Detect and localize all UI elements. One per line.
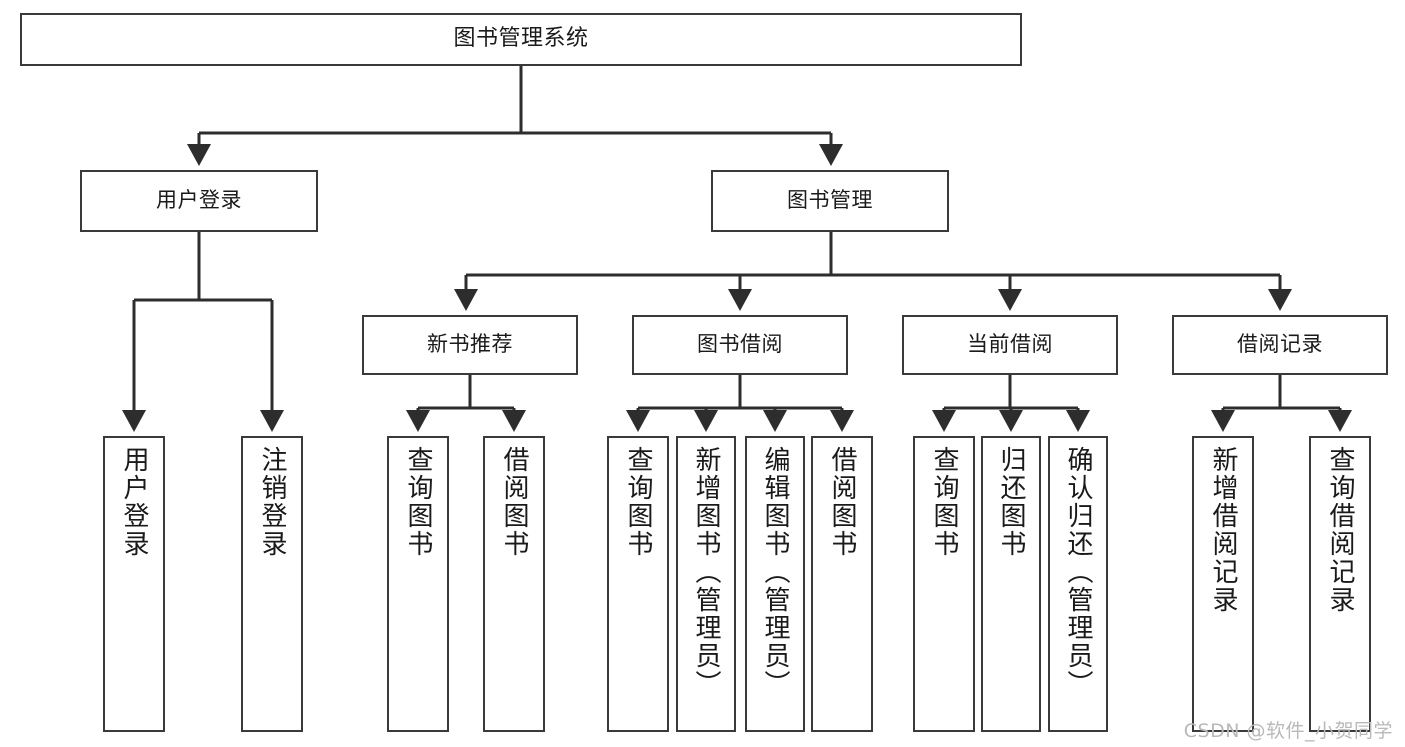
node-leaf-add-record-label: 新增借阅记录: [1208, 446, 1238, 614]
node-current-borrow-label: 当前借阅: [967, 332, 1053, 357]
node-leaf-return-book[interactable]: 归还图书: [981, 436, 1041, 732]
node-user-login[interactable]: 用户登录: [80, 170, 318, 232]
node-leaf-borrow-book-2-label: 借阅图书: [827, 446, 857, 558]
node-leaf-query-book-3[interactable]: 查询图书: [913, 436, 975, 732]
node-leaf-edit-book-label: 编辑图书（管理员）: [760, 446, 790, 698]
node-leaf-borrow-book-1-label: 借阅图书: [499, 446, 529, 558]
node-root-label: 图书管理系统: [453, 26, 589, 52]
node-leaf-logout-label: 注销登录: [257, 446, 287, 558]
node-current-borrow[interactable]: 当前借阅: [902, 315, 1118, 375]
node-borrow-record[interactable]: 借阅记录: [1172, 315, 1388, 375]
node-new-book-rec-label: 新书推荐: [427, 332, 513, 357]
node-leaf-query-record[interactable]: 查询借阅记录: [1309, 436, 1371, 732]
node-leaf-add-book[interactable]: 新增图书（管理员）: [676, 436, 736, 732]
node-leaf-borrow-book-1[interactable]: 借阅图书: [483, 436, 545, 732]
node-leaf-borrow-book-2[interactable]: 借阅图书: [811, 436, 873, 732]
node-leaf-query-book-1[interactable]: 查询图书: [387, 436, 449, 732]
node-book-manage-label: 图书管理: [787, 188, 873, 213]
node-book-borrow-label: 图书借阅: [697, 332, 783, 357]
node-leaf-query-book-1-label: 查询图书: [403, 446, 433, 558]
node-leaf-query-record-label: 查询借阅记录: [1325, 446, 1355, 614]
node-leaf-edit-book[interactable]: 编辑图书（管理员）: [745, 436, 805, 732]
node-user-login-label: 用户登录: [156, 188, 242, 213]
watermark-text: CSDN @软件_小贺同学: [1183, 720, 1393, 742]
node-leaf-confirm-return-label: 确认归还（管理员）: [1063, 446, 1093, 698]
node-borrow-record-label: 借阅记录: [1237, 332, 1323, 357]
node-leaf-add-record[interactable]: 新增借阅记录: [1192, 436, 1254, 732]
node-leaf-query-book-3-label: 查询图书: [929, 446, 959, 558]
node-leaf-user-login[interactable]: 用户登录: [103, 436, 165, 732]
node-leaf-logout[interactable]: 注销登录: [241, 436, 303, 732]
node-leaf-query-book-2[interactable]: 查询图书: [607, 436, 669, 732]
node-root[interactable]: 图书管理系统: [20, 13, 1022, 66]
node-book-borrow[interactable]: 图书借阅: [632, 315, 848, 375]
node-new-book-rec[interactable]: 新书推荐: [362, 315, 578, 375]
node-leaf-query-book-2-label: 查询图书: [623, 446, 653, 558]
node-leaf-confirm-return[interactable]: 确认归还（管理员）: [1048, 436, 1108, 732]
node-leaf-user-login-label: 用户登录: [119, 446, 149, 558]
node-leaf-return-book-label: 归还图书: [996, 446, 1026, 558]
node-leaf-add-book-label: 新增图书（管理员）: [691, 446, 721, 698]
node-book-manage[interactable]: 图书管理: [711, 170, 949, 232]
